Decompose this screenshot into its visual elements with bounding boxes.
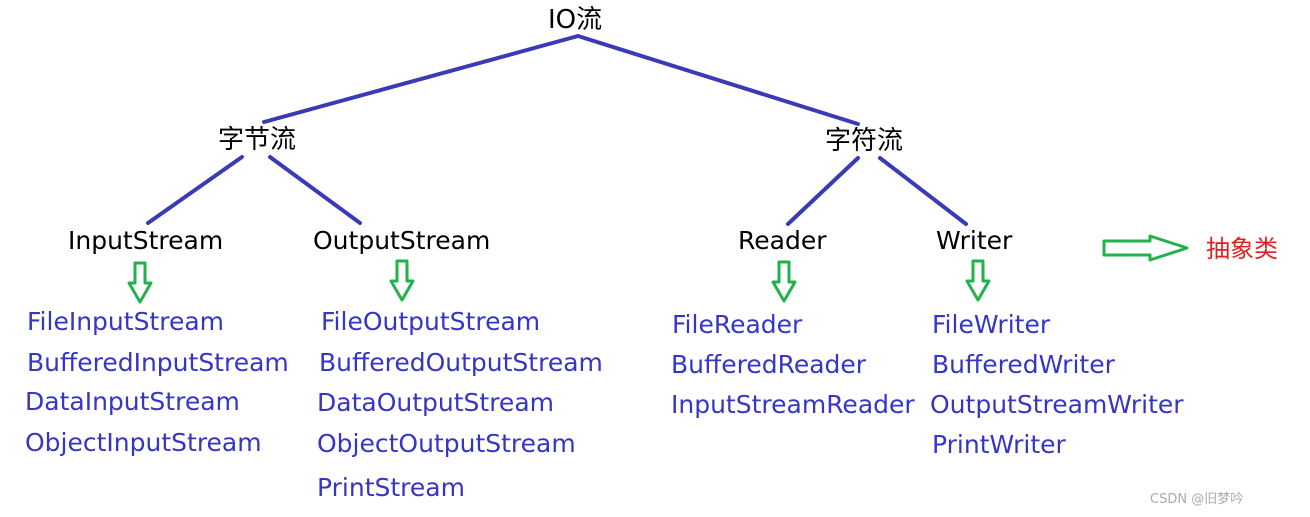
edge-root-bytestream bbox=[262, 34, 580, 124]
down-arrow-inputstream bbox=[127, 261, 153, 304]
impl-bufferedoutputstream: BufferedOutputStream bbox=[319, 348, 603, 377]
impl-objectoutputstream: ObjectOutputStream bbox=[317, 429, 576, 458]
watermark: CSDN @旧梦吟 bbox=[1150, 492, 1244, 507]
impl-objectinputstream: ObjectInputStream bbox=[25, 428, 262, 457]
impl-bufferedinputstream: BufferedInputStream bbox=[27, 348, 289, 377]
abstract-class-inputstream: InputStream bbox=[68, 226, 224, 255]
impl-printstream: PrintStream bbox=[317, 473, 465, 502]
legend-right-arrow-icon bbox=[1102, 234, 1189, 262]
impl-datainputstream: DataInputStream bbox=[25, 387, 240, 416]
impl-inputstreamreader: InputStreamReader bbox=[671, 390, 915, 419]
impl-bufferedwriter: BufferedWriter bbox=[932, 350, 1115, 379]
impl-printwriter: PrintWriter bbox=[932, 430, 1066, 459]
abstract-class-reader: Reader bbox=[738, 226, 827, 255]
impl-filewriter: FileWriter bbox=[932, 310, 1051, 339]
impl-fileinputstream: FileInputStream bbox=[27, 307, 225, 336]
category-bytestream: 字节流 bbox=[218, 125, 297, 155]
edge-charstream-reader bbox=[786, 156, 860, 226]
legend-label: 抽象类 bbox=[1206, 235, 1278, 263]
impl-outputstreamwriter: OutputStreamWriter bbox=[930, 390, 1184, 419]
edge-charstream-writer bbox=[878, 156, 968, 226]
abstract-class-writer: Writer bbox=[936, 226, 1013, 255]
impl-dataoutputstream: DataOutputStream bbox=[317, 388, 554, 417]
down-arrow-reader bbox=[771, 260, 797, 303]
edge-bytestream-outputstream bbox=[268, 155, 362, 225]
impl-fileoutputstream: FileOutputStream bbox=[321, 307, 541, 336]
impl-bufferedreader: BufferedReader bbox=[671, 350, 867, 379]
down-arrow-outputstream bbox=[389, 259, 415, 302]
edge-root-charstream bbox=[576, 34, 860, 126]
category-charstream: 字符流 bbox=[825, 126, 904, 156]
impl-filereader: FileReader bbox=[672, 310, 803, 339]
down-arrow-writer bbox=[965, 259, 991, 302]
root-node: IO流 bbox=[548, 5, 603, 35]
edge-bytestream-inputstream bbox=[146, 155, 244, 225]
abstract-class-outputstream: OutputStream bbox=[313, 226, 491, 255]
